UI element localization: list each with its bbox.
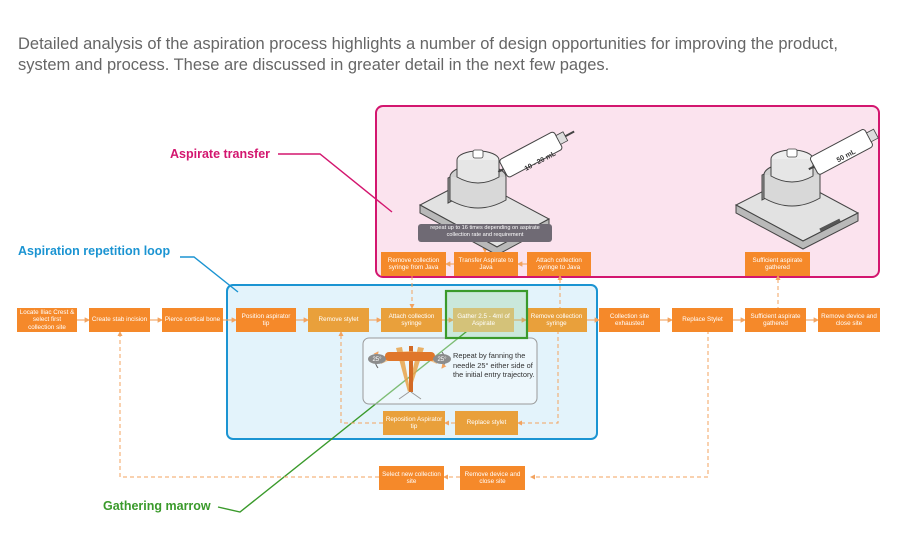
flow-node-9-label: Replace Stylet	[682, 316, 723, 324]
node-labels: Locate Iliac Crest & select first collec…	[19, 256, 877, 485]
flow-node-0	[17, 308, 77, 332]
flow-node-8-label: Collection site exhausted	[609, 312, 650, 327]
flow-node-9	[672, 308, 733, 332]
flow-node-2	[162, 308, 223, 332]
bottom-node-1-label: Remove device and close site	[464, 470, 521, 485]
flow-node-6-label: Gather 2.5 - 4ml of Aspirate	[457, 312, 510, 327]
flow-node-2-label: Pierce cortical bone	[164, 316, 221, 324]
flow-node-11	[818, 308, 880, 332]
flow-node-0-label: Locate Iliac Crest & select first collec…	[19, 308, 75, 331]
transfer-node-1	[454, 252, 518, 276]
intro-paragraph: Detailed analysis of the aspiration proc…	[18, 35, 838, 74]
flow-node-1	[89, 308, 150, 332]
main-flow-nodes	[17, 308, 880, 332]
aspirate-transfer-pointer	[278, 153, 393, 213]
bottom-flow-nodes	[379, 466, 525, 490]
angle-left-badge: 25°	[368, 354, 386, 364]
bottom-node-0	[379, 466, 444, 490]
transfer-node-3	[745, 252, 810, 276]
flow-node-1-label: Create stab incision	[91, 316, 148, 324]
loop-node-1	[455, 411, 518, 435]
flow-node-5	[381, 308, 442, 332]
flow-node-3	[236, 308, 296, 332]
flow-node-8	[599, 308, 660, 332]
repetition-loop-pointer	[180, 256, 239, 293]
flow-node-10	[745, 308, 806, 332]
loop-node-0-label: Reposition Aspirator tip	[385, 415, 443, 430]
flow-node-7-label: Remove collection syringe	[530, 312, 583, 327]
transfer-node-0	[381, 252, 446, 276]
syringe-large-icon	[808, 128, 879, 175]
transfer-flow-nodes	[381, 252, 810, 276]
transfer-node-2-label: Attach collection syringe to Java	[536, 256, 582, 271]
fan-needle-illustration	[373, 346, 447, 400]
gathering-marrow-pointer	[217, 315, 487, 513]
flow-node-10-label: Sufficient aspirate gathered	[750, 312, 801, 327]
syringe-small-icon	[497, 130, 575, 178]
repeat-note-box	[418, 224, 552, 242]
repetition-loop-label: Aspiration repetition loop	[18, 244, 170, 258]
flow-node-7	[526, 308, 587, 332]
flow-node-11-label: Remove device and close site	[821, 312, 877, 327]
transfer-node-3-label: Sufficient aspirate gathered	[752, 256, 803, 271]
flow-node-4	[308, 308, 369, 332]
flow-node-4-label: Remove stylet	[318, 316, 359, 324]
transfer-node-2	[527, 252, 591, 276]
fan-note: Repeat by fanning the needle 25° either …	[453, 351, 535, 379]
connectors	[77, 261, 820, 323]
gathering-marrow-highlight	[444, 289, 529, 340]
flow-node-6	[453, 308, 514, 332]
angle-left-value: 25°	[372, 357, 382, 363]
angle-right-value: 25°	[437, 357, 447, 363]
gathering-marrow-label: Gathering marrow	[103, 499, 211, 513]
bottom-node-1	[460, 466, 525, 490]
loop-node-1-label: Replace stylet	[466, 419, 507, 427]
angle-right-badge: 25°	[433, 354, 451, 364]
bottom-node-0-label: Select new collection site	[382, 470, 441, 485]
aspirate-transfer-label: Aspirate transfer	[170, 147, 270, 161]
repeat-note: repeat up to 16 times depending on aspir…	[430, 225, 540, 238]
transfer-node-0-label: Remove collection syringe from Java	[387, 256, 440, 271]
java-device-large-illustration: 50 mL	[734, 128, 879, 250]
dashed-connectors	[117, 240, 781, 480]
loop-node-0	[383, 411, 445, 435]
loop-flow-nodes	[383, 411, 518, 435]
flow-node-5-label: Attach collection syringe	[388, 312, 435, 327]
transfer-node-1-label: Transfer Aspirate to Java	[458, 256, 514, 271]
java-device-small-illustration: 10 - 20 mL	[418, 130, 575, 256]
flow-node-3-label: Position aspirator tip	[241, 312, 291, 327]
